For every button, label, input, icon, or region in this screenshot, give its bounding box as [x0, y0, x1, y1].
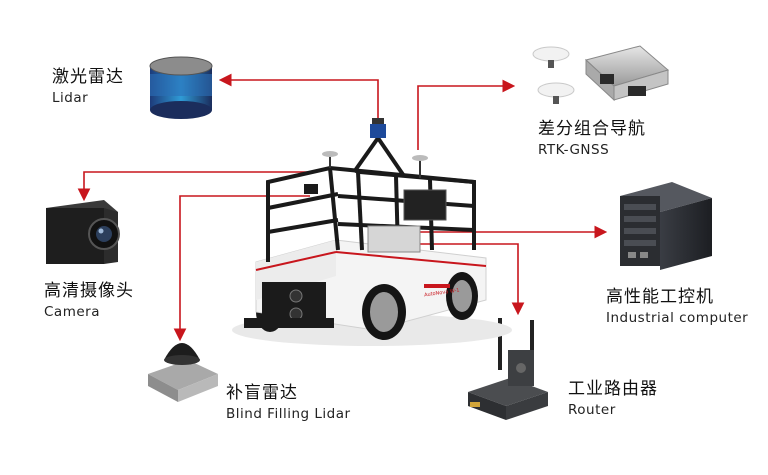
label-rtk-gnss-en: RTK-GNSS [538, 141, 610, 158]
label-rtk-gnss: 差分组合导航 RTK-GNSS [538, 119, 646, 158]
camera-device [46, 200, 120, 264]
connector-router [420, 243, 525, 316]
rtk-gnss-device [532, 45, 670, 104]
label-blind-lidar-zh: 补盲雷达 [226, 383, 298, 403]
connector-camera [77, 171, 308, 202]
industrial-computer-device [620, 182, 712, 270]
label-industrial-computer-zh: 高性能工控机 [606, 287, 714, 307]
label-camera: 高清摄像头 Camera [44, 281, 134, 320]
blind-lidar-device [148, 343, 218, 402]
label-camera-en: Camera [44, 303, 100, 320]
label-lidar: 激光雷达 Lidar [52, 67, 124, 106]
label-blind-lidar: 补盲雷达 Blind Filling Lidar [226, 383, 351, 422]
connector-lidar [218, 73, 379, 120]
connector-rtk [417, 79, 516, 150]
label-camera-zh: 高清摄像头 [44, 281, 134, 301]
vehicle [232, 118, 512, 346]
label-router-zh: 工业路由器 [568, 379, 658, 399]
lidar-device [149, 56, 213, 119]
label-router-en: Router [568, 401, 616, 418]
label-router: 工业路由器 Router [568, 379, 658, 418]
label-industrial-computer-en: Industrial computer [606, 309, 749, 326]
label-lidar-en: Lidar [52, 89, 89, 106]
label-lidar-zh: 激光雷达 [52, 67, 124, 87]
label-rtk-gnss-zh: 差分组合导航 [538, 119, 646, 139]
label-industrial-computer: 高性能工控机 Industrial computer [606, 287, 749, 326]
label-blind-lidar-en: Blind Filling Lidar [226, 405, 351, 422]
router-device [468, 318, 548, 420]
